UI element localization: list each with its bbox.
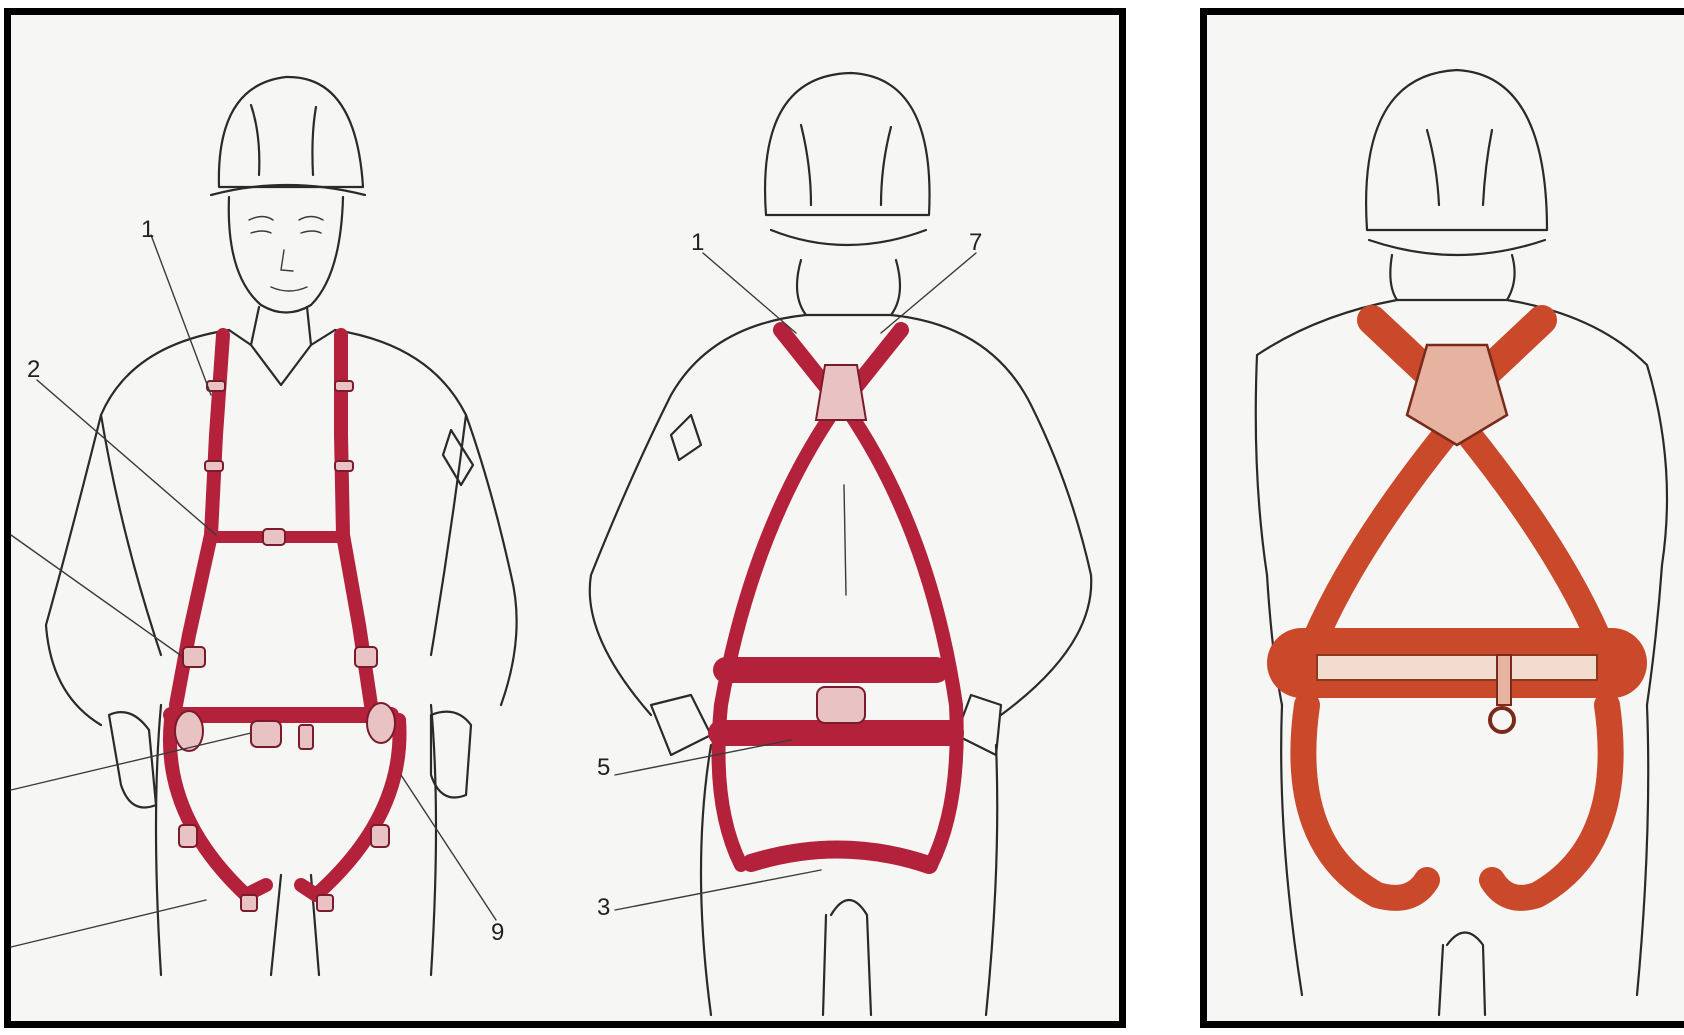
right-leg-loop-right — [1492, 705, 1611, 898]
right-dorsal-d-ring — [1407, 345, 1507, 445]
front-helmet — [219, 77, 363, 187]
back-strap-left — [719, 415, 832, 865]
right-back-strap-right — [1469, 435, 1597, 635]
illustration-panel-belt-harness — [1200, 8, 1684, 1028]
front-callouts: 1 2 9 — [11, 216, 504, 947]
leg-loop-right — [301, 720, 400, 895]
back-pad-buckle — [817, 687, 865, 723]
harness-with-belt-drawing — [1207, 15, 1684, 1035]
illustration-panel-front-back: 1 2 9 — [4, 8, 1126, 1028]
back-strap-right — [851, 415, 957, 865]
callout-label-7: 7 — [969, 229, 982, 256]
back-helmet — [765, 73, 929, 215]
right-leg-loop-left — [1303, 705, 1427, 898]
callout-label-1-front: 1 — [141, 216, 154, 243]
belt-pad — [1317, 655, 1597, 680]
right-helmet — [1366, 70, 1547, 230]
callout-label-3: 3 — [597, 894, 610, 921]
seat-strap — [751, 849, 929, 865]
belt-harness — [1302, 320, 1612, 898]
callout-label-5: 5 — [597, 754, 610, 781]
callout-label-1-back: 1 — [691, 229, 704, 256]
front-harness — [170, 335, 400, 911]
belt-harness-worker-figure — [1256, 70, 1667, 1015]
chest-buckle — [263, 529, 285, 545]
callout-label-9: 9 — [491, 919, 504, 946]
callout-label-2: 2 — [27, 356, 40, 383]
back-harness — [719, 330, 957, 865]
belt-side-ring — [1490, 708, 1514, 732]
back-worker-figure — [590, 73, 1092, 1015]
front-worker-figure — [46, 77, 517, 975]
right-back-strap-left — [1317, 435, 1445, 635]
dorsal-d-ring — [816, 365, 866, 420]
harness-front-back-drawing: 1 2 9 — [11, 15, 1133, 1035]
